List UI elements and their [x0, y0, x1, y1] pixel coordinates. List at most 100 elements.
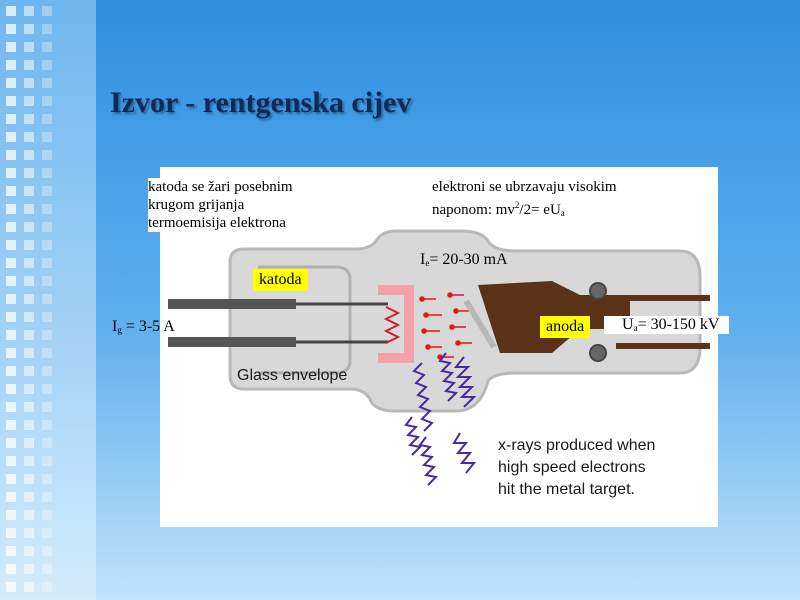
decor-square [6, 438, 16, 448]
decor-square [24, 186, 34, 196]
filament [383, 306, 401, 344]
x-ray-caption-line: hit the metal target. [498, 481, 635, 498]
decor-square [6, 60, 16, 70]
decor-square [6, 6, 16, 16]
electron-current-label: Ie= 20-30 mA [420, 251, 508, 268]
decor-square [42, 456, 52, 466]
decor-square [42, 78, 52, 88]
decor-square [6, 186, 16, 196]
decor-square [6, 348, 16, 358]
x-ray-caption: x-rays produced when high speed electron… [498, 435, 655, 501]
side-decoration-strip [0, 0, 96, 600]
decor-square [24, 402, 34, 412]
decor-square [42, 222, 52, 232]
decor-square [24, 420, 34, 430]
tube-illustration [168, 229, 710, 486]
decor-square [6, 240, 16, 250]
decor-square [24, 78, 34, 88]
anode-label: anoda [540, 316, 591, 338]
decor-square [42, 240, 52, 250]
decor-square [42, 492, 52, 502]
decor-square [42, 294, 52, 304]
x-ray-caption-line: high speed electrons [498, 459, 646, 476]
decor-square [24, 492, 34, 502]
decor-square [24, 222, 34, 232]
decor-square [6, 114, 16, 124]
cathode-label: katoda [253, 269, 308, 291]
decor-square [42, 420, 52, 430]
decor-square [6, 276, 16, 286]
decor-square [42, 330, 52, 340]
cathode-rod-bottom [168, 337, 296, 347]
decor-square [42, 528, 52, 538]
decor-square [24, 438, 34, 448]
decor-square [6, 42, 16, 52]
decor-square [24, 258, 34, 268]
decor-square [24, 510, 34, 520]
decor-square [24, 60, 34, 70]
glass-envelope-label: Glass envelope [237, 367, 348, 384]
decor-square [42, 312, 52, 322]
decor-square [24, 384, 34, 394]
decor-square [24, 294, 34, 304]
anode-note-line2: naponom: mv2/2= eUa [432, 200, 565, 218]
decor-square [42, 510, 52, 520]
cathode-housing [258, 265, 352, 375]
decor-square [6, 528, 16, 538]
decor-square [24, 528, 34, 538]
decor-square [24, 132, 34, 142]
decor-square [6, 546, 16, 556]
decor-square [24, 24, 34, 34]
decor-square [6, 402, 16, 412]
decor-square [42, 258, 52, 268]
decor-square [6, 132, 16, 142]
decor-square [24, 150, 34, 160]
electron-beam [419, 292, 472, 360]
page-title: Izvor - rentgenska cijev [110, 86, 412, 119]
decor-square [6, 150, 16, 160]
anode-rod-top [616, 295, 710, 301]
cathode-note-line: krugom grijanja [148, 197, 245, 213]
decor-square [24, 6, 34, 16]
decor-square [6, 384, 16, 394]
decor-square [24, 456, 34, 466]
decorative-square-pattern [6, 6, 52, 592]
decor-square [6, 222, 16, 232]
heating-current-label: Ig = 3-5 A [112, 318, 175, 335]
decor-square [42, 132, 52, 142]
decor-square [24, 42, 34, 52]
decor-square [6, 24, 16, 34]
decor-square [24, 582, 34, 592]
decor-square [6, 564, 16, 574]
decor-square [42, 582, 52, 592]
decor-square [24, 366, 34, 376]
cathode-note: katoda se žari posebnim krugom grijanja … [148, 178, 374, 232]
decor-square [6, 366, 16, 376]
decor-square [42, 564, 52, 574]
decor-square [42, 150, 52, 160]
decor-square [6, 330, 16, 340]
decor-square [24, 474, 34, 484]
cathode-cup [378, 285, 414, 363]
decor-square [42, 402, 52, 412]
decor-square [24, 348, 34, 358]
decor-square [24, 240, 34, 250]
decor-square [6, 456, 16, 466]
decor-square [42, 6, 52, 16]
decor-square [42, 546, 52, 556]
decor-square [42, 96, 52, 106]
decor-square [42, 474, 52, 484]
anode-voltage-label: Ua= 30-150 kV [604, 316, 730, 334]
decor-square [6, 474, 16, 484]
decor-square [42, 366, 52, 376]
decor-square [24, 564, 34, 574]
decor-square [24, 546, 34, 556]
decor-square [42, 186, 52, 196]
decor-square [42, 60, 52, 70]
decor-square [42, 42, 52, 52]
decor-square [6, 258, 16, 268]
decor-square [24, 330, 34, 340]
decor-square [6, 420, 16, 430]
anode-rod-bottom [616, 343, 710, 349]
x-ray-waves [404, 352, 477, 486]
